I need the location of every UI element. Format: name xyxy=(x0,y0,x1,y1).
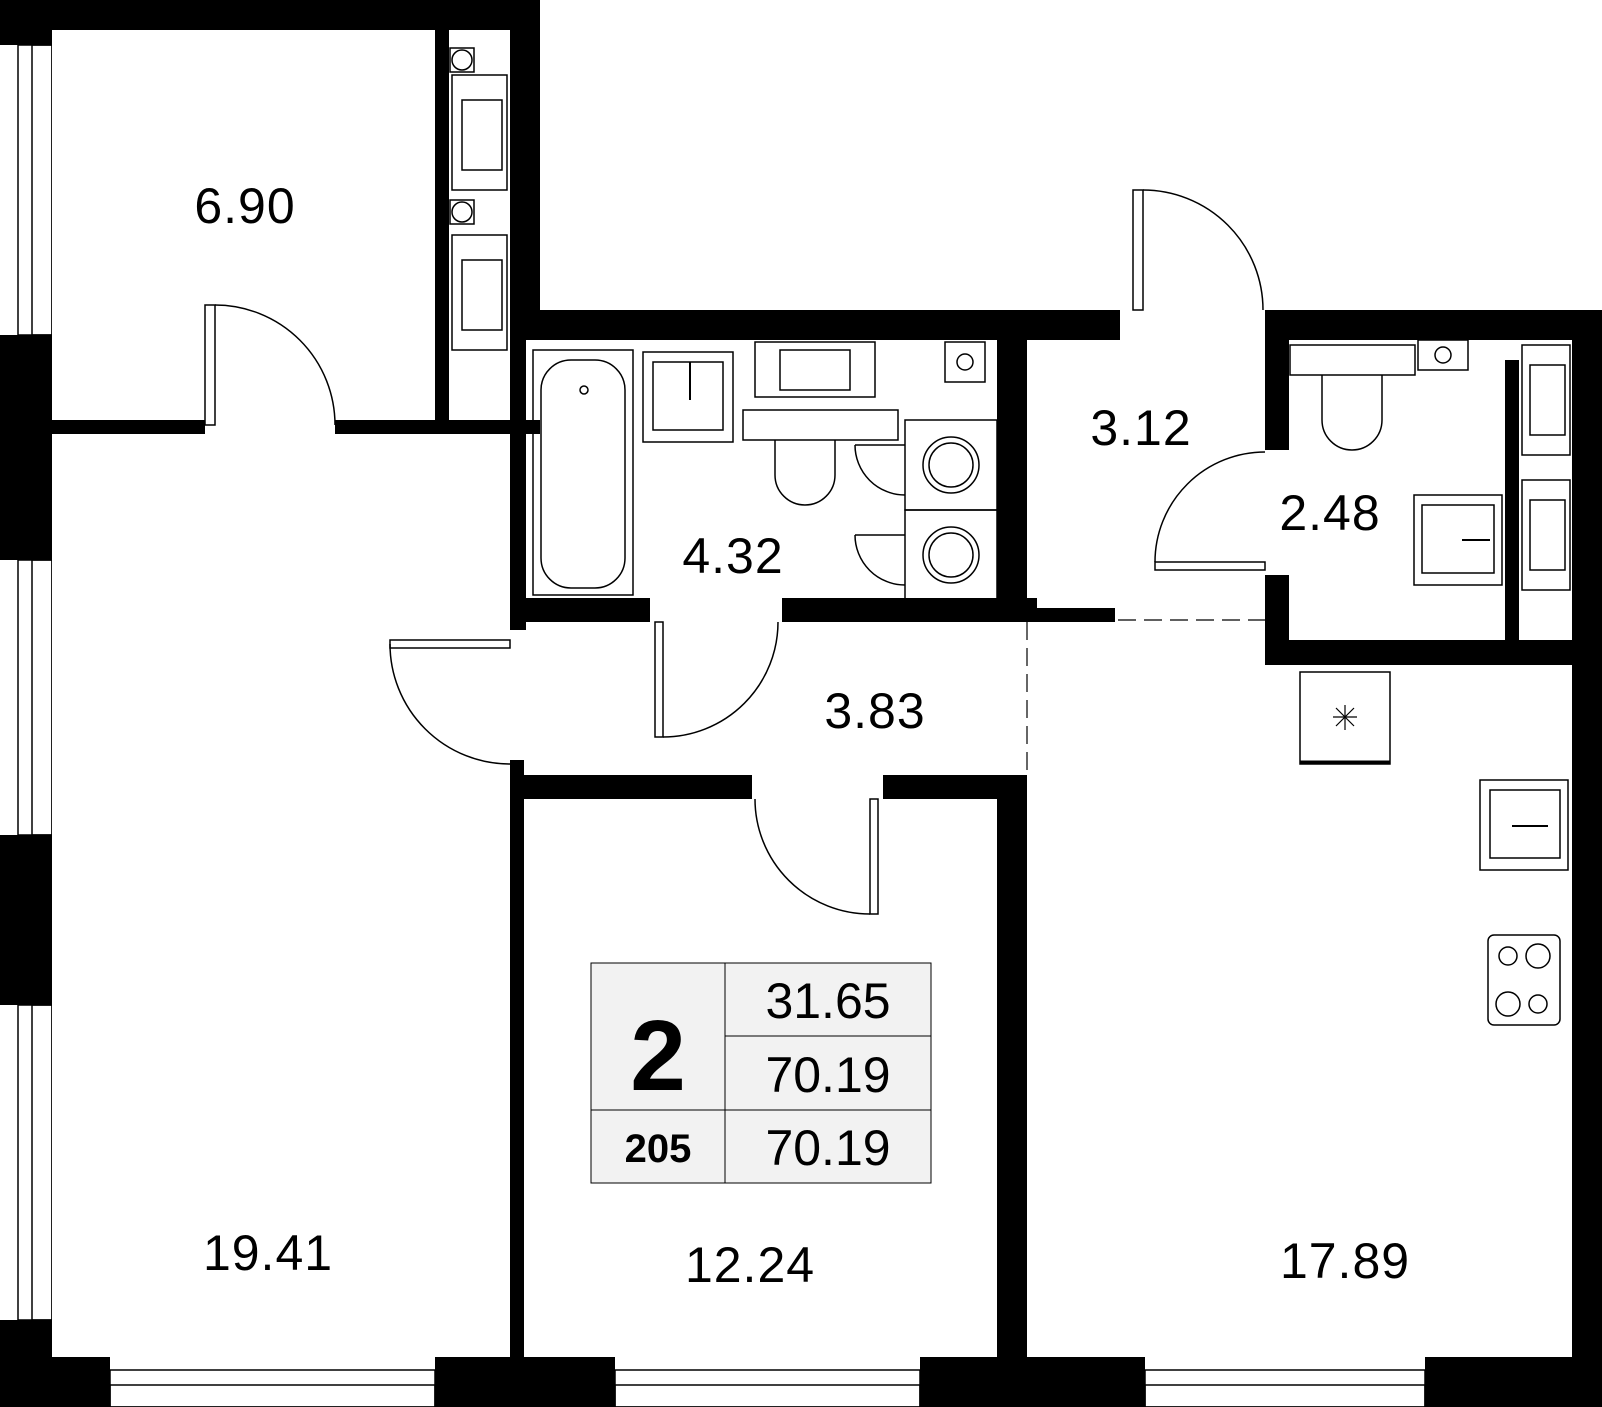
stove-icon xyxy=(1487,934,1561,1026)
room-area-kitchen: 17.89 xyxy=(1280,1233,1410,1289)
room-area-bedroom: 12.24 xyxy=(685,1237,815,1293)
wc-toilet-icon xyxy=(1289,339,1469,451)
bathtub-icon xyxy=(532,349,634,596)
room-area-storage: 6.90 xyxy=(194,178,295,234)
total-area: 70.19 xyxy=(765,1047,890,1103)
windows xyxy=(0,44,1426,1407)
partitions xyxy=(30,30,1602,1360)
wc-shelf-icon xyxy=(1521,344,1571,591)
shelf-unit-icon xyxy=(449,47,508,351)
room-area-living-room: 19.41 xyxy=(203,1225,333,1281)
sink-icon xyxy=(642,351,734,443)
washing-machine-icon xyxy=(904,419,998,601)
room-labels: 6.90 4.32 3.12 2.48 3.83 19.41 12.24 17.… xyxy=(194,178,1410,1293)
toilet-icon xyxy=(742,341,986,506)
info-table: 2 205 31.65 70.19 70.19 xyxy=(590,962,932,1184)
room-area-corridor: 3.83 xyxy=(824,683,925,739)
fixtures xyxy=(449,47,1571,1026)
kitchen-sink-icon xyxy=(1479,779,1569,871)
living-area: 31.65 xyxy=(765,973,890,1029)
total-area-secondary: 70.19 xyxy=(765,1120,890,1176)
room-area-hall: 3.12 xyxy=(1090,400,1191,456)
rooms-count: 2 xyxy=(630,1000,686,1112)
apartment-number: 205 xyxy=(625,1127,692,1171)
fridge-icon xyxy=(1299,671,1391,765)
doors xyxy=(204,189,1266,915)
wc-sink-icon xyxy=(1413,494,1503,586)
room-area-wc: 2.48 xyxy=(1279,485,1380,541)
room-area-bathroom: 4.32 xyxy=(682,528,783,584)
